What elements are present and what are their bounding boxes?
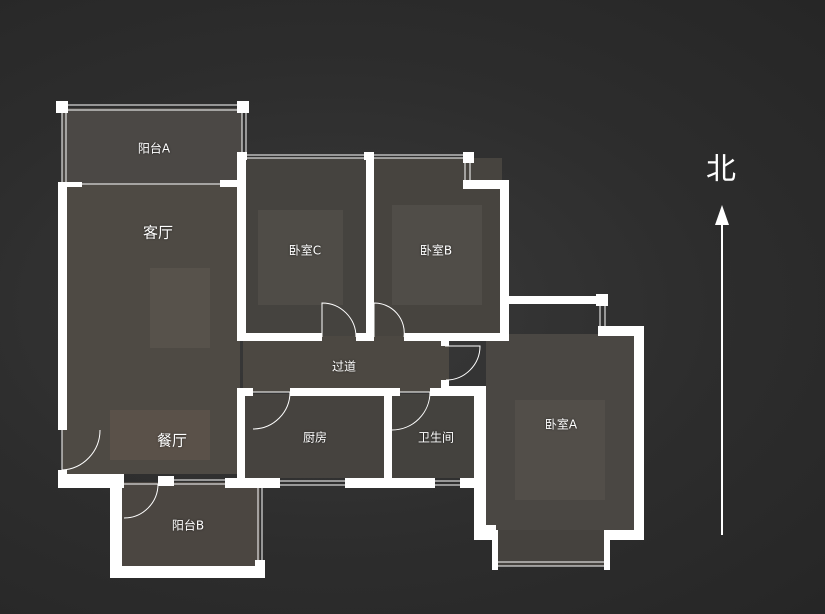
room-label-balcony-a: 阳台A (137, 141, 171, 156)
room-label-corridor: 过道 (331, 359, 357, 374)
room-label-bathroom: 卫生间 (417, 430, 455, 445)
door-bedroom-c (321, 302, 357, 338)
floor-fills (62, 108, 636, 572)
floor-bath (390, 394, 482, 478)
door-bathroom (391, 391, 431, 431)
wall-corridor-right-low (441, 380, 449, 390)
room-label-bedroom-a: 卧室A (544, 417, 578, 432)
wall-bottom-dining (58, 474, 124, 488)
table-shadow (110, 410, 210, 460)
wall-bath-right (478, 388, 486, 488)
wall-bedc-left (237, 152, 246, 340)
wall-beda-bottom-right (604, 530, 644, 540)
door-bedroom-a (445, 345, 481, 381)
windows (61, 104, 606, 567)
room-label-kitchen: 厨房 (302, 430, 328, 445)
wall-bottom-mid (158, 476, 174, 486)
wall-balcony-b-bottom (110, 566, 265, 578)
door-bedroom-b (373, 302, 405, 338)
sofa-shadow (150, 268, 210, 348)
wall-beda-right (634, 326, 644, 540)
post-balcony-a-left (56, 101, 68, 113)
wall-bottom-bath (460, 478, 486, 488)
wall-bedb-bottom (404, 333, 509, 341)
wall-bedc-bedb (366, 152, 374, 340)
compass-north-label: 北 (706, 152, 736, 187)
wall-bath-top (430, 388, 486, 396)
wall-bottom-kitchen-left (225, 478, 280, 488)
bay-left (492, 530, 498, 570)
wall-balcony-b-left (110, 480, 122, 578)
post-balcony-a-right (237, 101, 249, 113)
bed-shadow-b (392, 205, 482, 305)
door-kitchen (252, 391, 291, 430)
wall-bedc-bottom-left (237, 333, 322, 341)
wall-bedb-right-top (463, 180, 509, 189)
floor-balcony-a (62, 108, 242, 184)
wall-beda-top-right (598, 326, 644, 336)
wall-kitchen-bath (384, 388, 392, 480)
wall-bedroom-top-left (237, 152, 247, 160)
post-bedroom-top-right (463, 152, 474, 163)
room-label-bedroom-b: 卧室B (419, 243, 453, 258)
room-label-dining-room: 餐厅 (156, 431, 188, 450)
wall-kitchen-top-mid (290, 388, 400, 396)
walls (56, 101, 644, 578)
wall-kitchen-left (237, 388, 245, 482)
room-label-bedroom-c: 卧室C (288, 243, 322, 258)
door-balcony-b (123, 483, 159, 519)
wall-living-left (58, 182, 67, 430)
post-beda-top-right (596, 294, 608, 306)
wall-bottom-kitchen-mid (345, 478, 435, 488)
floor-corridor (243, 336, 449, 392)
post-balcony-b-right (255, 560, 265, 578)
wall-beda-top (500, 296, 605, 304)
bed-shadow-a (515, 400, 605, 500)
wall-corridor-right (441, 336, 449, 346)
north-arrow (715, 205, 729, 535)
room-label-living-room: 客厅 (142, 223, 174, 242)
door-dining (61, 429, 101, 471)
bay-right (604, 530, 610, 570)
bed-shadow-c (258, 210, 343, 305)
wall-bedb-right (500, 180, 509, 340)
doors (61, 302, 481, 519)
floor-kitchen (243, 394, 388, 478)
floor-bay (495, 530, 607, 566)
wall-living-top-left (58, 182, 82, 187)
floor-balcony-b (118, 482, 260, 572)
wall-living-top-right (220, 180, 242, 187)
room-label-balcony-b: 阳台B (171, 518, 205, 533)
wall-bedc-bottom-right (356, 333, 374, 341)
